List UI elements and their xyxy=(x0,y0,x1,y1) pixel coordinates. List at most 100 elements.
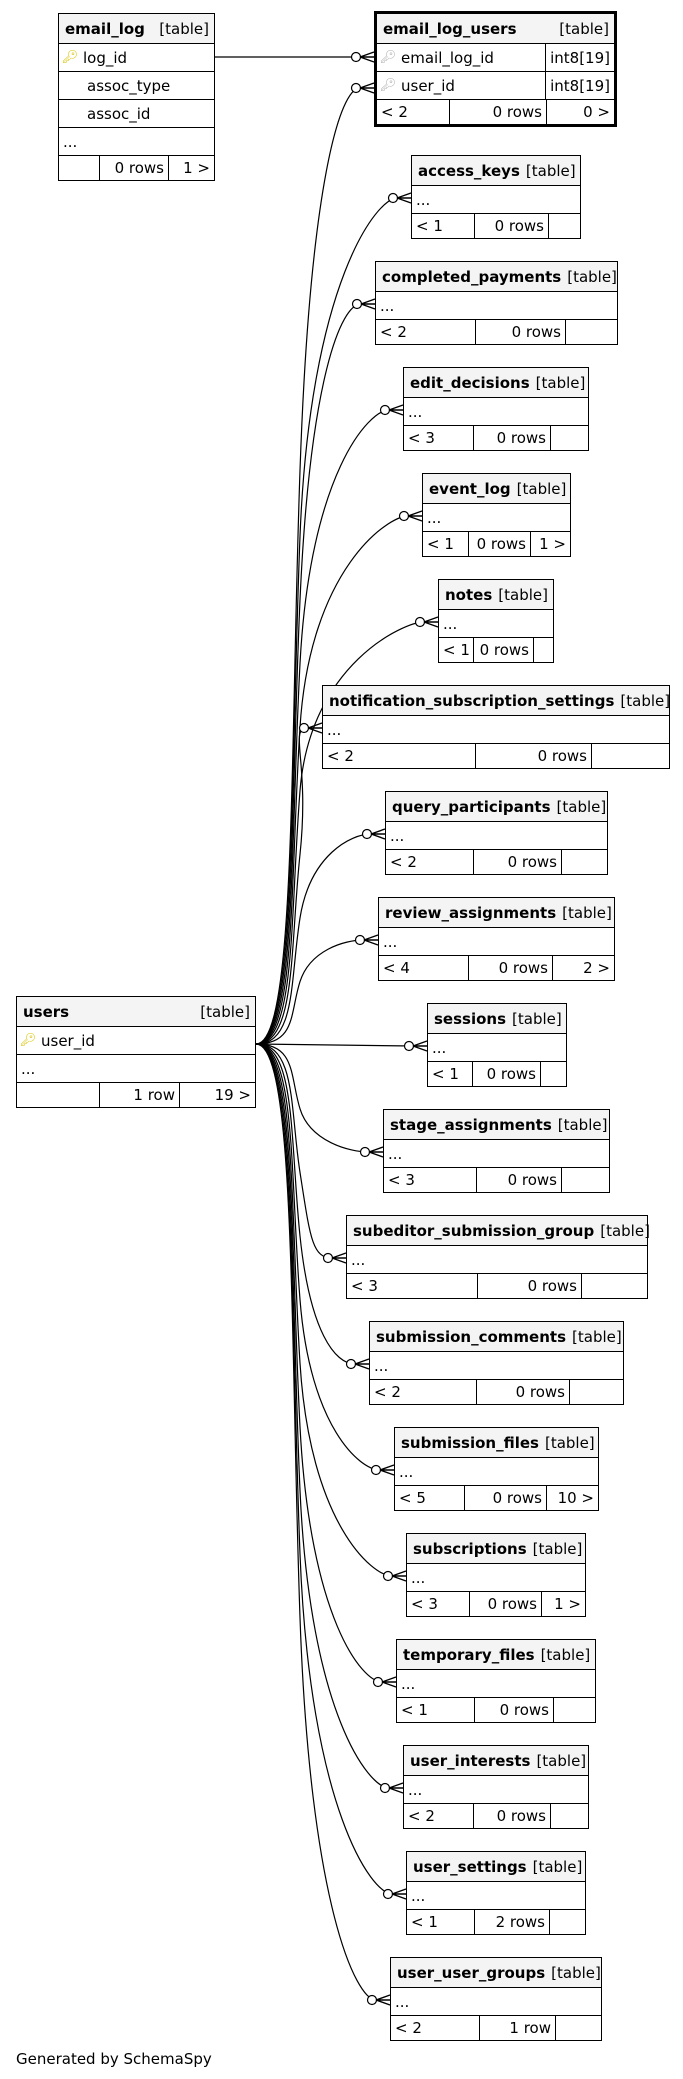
row-count: 0 rows xyxy=(473,638,533,662)
more-columns: ... xyxy=(386,822,607,850)
table-access_keys[interactable]: access_keys [table] ... < 1 0 rows xyxy=(411,155,581,239)
table-name: access_keys xyxy=(418,161,520,180)
table-header: email_log_users [table] xyxy=(377,14,614,44)
children-count: < 2 xyxy=(390,853,417,871)
parents-count: 19 > xyxy=(179,1083,255,1107)
parents-count: 1 > xyxy=(541,1592,585,1616)
relationship-users-submission_comments xyxy=(255,1043,370,1370)
table-users[interactable]: users [table] 🔑︎ user_id ... 1 row 19 > xyxy=(16,996,256,1108)
children-count: < 3 xyxy=(411,1595,438,1613)
children-count: < 1 xyxy=(427,535,454,553)
column-name: assoc_type xyxy=(87,76,171,95)
parents-count xyxy=(555,2016,601,2040)
more-columns: ... xyxy=(323,716,669,744)
table-query_participants[interactable]: query_participants [table] ... < 2 0 row… xyxy=(385,791,608,875)
table-name: submission_comments xyxy=(376,1327,567,1346)
relationship-email_log-email_log_users xyxy=(215,51,375,63)
table-edit_decisions[interactable]: edit_decisions [table] ... < 3 0 rows xyxy=(403,367,589,451)
table-footer: < 1 2 rows xyxy=(407,1910,585,1934)
children-count: < 2 xyxy=(327,747,354,765)
table-submission_files[interactable]: submission_files [table] ... < 5 0 rows … xyxy=(394,1427,599,1511)
relationship-users-submission_files xyxy=(255,1043,395,1476)
table-notification_subscription_settings[interactable]: notification_subscription_settings [tabl… xyxy=(322,685,670,769)
table-footer: < 1 0 rows xyxy=(412,214,580,238)
connector-line xyxy=(255,1043,390,1789)
more-columns: ... xyxy=(439,610,553,638)
row-count: 0 rows xyxy=(99,156,168,180)
table-header: subeditor_submission_group [table] xyxy=(347,1216,650,1246)
table-name: users xyxy=(23,1002,70,1021)
table-temporary_files[interactable]: temporary_files [table] ... < 1 0 rows xyxy=(396,1639,596,1723)
relationship-users-completed_payments xyxy=(255,298,376,1045)
generated-by-label: Generated by SchemaSpy xyxy=(16,2050,212,2068)
table-user_interests[interactable]: user_interests [table] ... < 2 0 rows xyxy=(403,1745,589,1829)
parents-count xyxy=(591,744,669,768)
table-type: [table] xyxy=(567,267,617,286)
crows-foot-icon xyxy=(375,1994,391,2006)
table-name: temporary_files xyxy=(403,1645,535,1664)
relationship-users-subeditor_submission_group xyxy=(255,1043,347,1264)
more-columns: ... xyxy=(17,1055,255,1083)
connector-line xyxy=(255,1043,393,1895)
table-header: user_settings [table] xyxy=(407,1852,585,1882)
table-header: notes [table] xyxy=(439,580,553,610)
row-count: 0 rows xyxy=(476,1380,569,1404)
children-count: < 2 xyxy=(395,2019,422,2037)
table-stage_assignments[interactable]: stage_assignments [table] ... < 3 0 rows xyxy=(383,1109,610,1193)
children-count: < 1 xyxy=(416,217,443,235)
table-footer: < 2 0 rows xyxy=(386,850,607,874)
row-count: 0 rows xyxy=(476,1168,561,1192)
table-email_log_users[interactable]: email_log_users [table] 🔑︎ email_log_id … xyxy=(374,11,617,127)
table-notes[interactable]: notes [table] ... < 1 0 rows xyxy=(438,579,554,663)
crows-foot-icon xyxy=(354,1358,370,1370)
row-count: 0 rows xyxy=(474,214,548,238)
table-event_log[interactable]: event_log [table] ... < 1 0 rows 1 > xyxy=(422,473,571,557)
table-name: notification_subscription_settings xyxy=(329,691,615,710)
table-email_log[interactable]: email_log [table] 🔑︎ log_id assoc_type a… xyxy=(58,13,215,181)
column-row: assoc_type xyxy=(59,72,214,100)
crows-foot-icon xyxy=(391,1888,407,1900)
more-columns: ... xyxy=(370,1352,623,1380)
table-footer: < 1 0 rows xyxy=(439,638,553,662)
row-count: 0 rows xyxy=(473,426,550,450)
table-submission_comments[interactable]: submission_comments [table] ... < 2 0 ro… xyxy=(369,1321,624,1405)
crows-foot-icon xyxy=(381,1676,397,1688)
table-name: submission_files xyxy=(401,1433,539,1452)
table-type: [table] xyxy=(572,1327,622,1346)
table-type: [table] xyxy=(532,1539,583,1558)
table-subeditor_submission_group[interactable]: subeditor_submission_group [table] ... <… xyxy=(346,1215,650,1299)
table-name: subeditor_submission_group xyxy=(353,1221,595,1240)
table-header: user_user_groups [table] xyxy=(391,1958,601,1988)
table-type: [table] xyxy=(600,1221,650,1240)
crows-foot-icon xyxy=(360,298,376,310)
connector-line xyxy=(255,621,425,1045)
row-count: 1 row xyxy=(99,1083,179,1107)
connector-line xyxy=(255,1043,381,1471)
table-review_assignments[interactable]: review_assignments [table] ... < 4 0 row… xyxy=(378,897,615,981)
table-user_settings[interactable]: user_settings [table] ... < 1 2 rows xyxy=(406,1851,586,1935)
table-header: users [table] xyxy=(17,997,255,1027)
connector-line xyxy=(255,939,365,1045)
crows-foot-icon xyxy=(363,934,379,946)
relationship-users-stage_assignments xyxy=(255,1043,384,1158)
column-row: 🔑︎ log_id xyxy=(59,44,214,72)
children-count: < 1 xyxy=(411,1913,438,1931)
crows-foot-icon xyxy=(359,82,375,94)
children-count xyxy=(17,1083,99,1107)
table-header: review_assignments [table] xyxy=(379,898,614,928)
more-columns: ... xyxy=(391,1988,601,2016)
connector-line xyxy=(255,1043,383,1683)
table-footer: < 1 0 rows xyxy=(428,1062,566,1086)
children-count: < 1 xyxy=(432,1065,459,1083)
more-columns: ... xyxy=(59,128,214,156)
table-user_user_groups[interactable]: user_user_groups [table] ... < 2 1 row xyxy=(390,1957,602,2041)
parents-count xyxy=(549,1910,585,1934)
table-type: [table] xyxy=(525,161,576,180)
parents-count xyxy=(533,638,553,662)
table-subscriptions[interactable]: subscriptions [table] ... < 3 0 rows 1 > xyxy=(406,1533,586,1617)
column-row: 🔑︎ user_id int8[19] xyxy=(377,72,614,100)
table-sessions[interactable]: sessions [table] ... < 1 0 rows xyxy=(427,1003,567,1087)
column-type: int8[19] xyxy=(545,72,614,99)
table-completed_payments[interactable]: completed_payments [table] ... < 2 0 row… xyxy=(375,261,618,345)
table-type: [table] xyxy=(562,903,612,922)
